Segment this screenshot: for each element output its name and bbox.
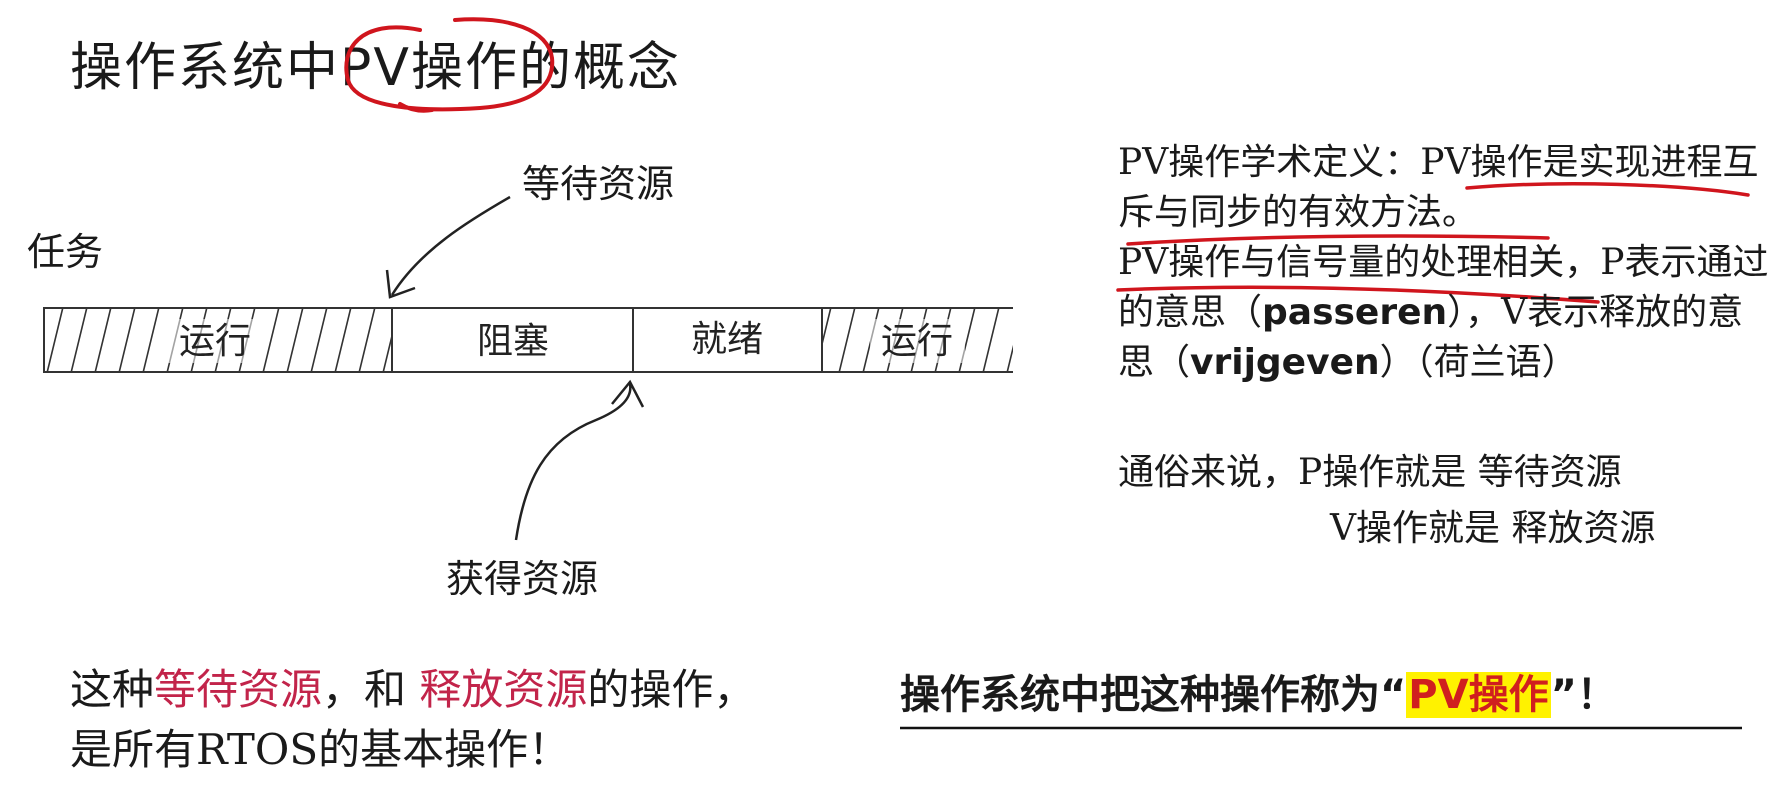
definition-p2-mid: ），V表示释放的意思（ xyxy=(1118,292,1744,383)
rtos-statement: 这种等待资源，和 释放资源的操作， 是所有RTOS的基本操作！ xyxy=(70,660,755,780)
acquire-resource-label: 获得资源 xyxy=(446,557,599,601)
statement-mid: ，和 xyxy=(322,665,420,714)
conclusion-pre: 操作系统中把这种操作称为“ xyxy=(900,672,1407,718)
segment-label-running-1: 运行 xyxy=(179,321,251,362)
definition-p2-pre: PV操作与信号量的处理相关，P表示通过的意思（ xyxy=(1118,242,1769,333)
wait-resource-label: 等待资源 xyxy=(522,162,675,206)
segment-label-ready: 就绪 xyxy=(691,319,763,360)
colloquial-line-p: 通俗来说，P操作就是 等待资源 xyxy=(1118,452,1622,493)
acquire-resource-arrow xyxy=(514,379,645,541)
conclusion-pv-highlight: PV操作 xyxy=(1406,672,1551,718)
rtos-statement-line-1: 这种等待资源，和 释放资源的操作， xyxy=(70,660,755,720)
term-passeren: passeren xyxy=(1262,292,1448,333)
task-timeline: 运行 阻塞 就绪 运行 xyxy=(43,307,1013,373)
rtos-statement-line-2: 是所有RTOS的基本操作！ xyxy=(70,725,571,774)
wait-resource-arrow xyxy=(385,195,511,299)
colloquial-line-v: V操作就是 释放资源 xyxy=(1330,508,1656,549)
page-title: 操作系统中PV操作的概念 xyxy=(70,28,681,108)
definition-p2-post: ）（荷兰语） xyxy=(1379,342,1578,383)
title-suffix: 的概念 xyxy=(518,38,681,98)
colloquial-explanation: 通俗来说，P操作就是 等待资源 V操作就是 释放资源 xyxy=(1118,445,1778,557)
conclusion: 操作系统中把这种操作称为“PV操作”！ xyxy=(900,665,1740,725)
pv-definition: PV操作学术定义：PV操作是实现进程互斥与同步的有效方法。 PV操作与信号量的处… xyxy=(1118,138,1778,388)
statement-pre: 这种 xyxy=(70,665,155,714)
segment-label-blocked: 阻塞 xyxy=(477,321,549,362)
statement-release-resource: 释放资源 xyxy=(419,665,588,714)
segment-label-running-2: 运行 xyxy=(881,321,953,362)
definition-paragraph-1: PV操作学术定义：PV操作是实现进程互斥与同步的有效方法。 xyxy=(1118,142,1759,233)
conclusion-post: ”！ xyxy=(1550,672,1617,718)
title-prefix: 操作系统中 xyxy=(70,38,341,98)
title-highlight: PV操作 xyxy=(340,38,519,98)
statement-post: 的操作， xyxy=(587,665,756,714)
statement-wait-resource: 等待资源 xyxy=(154,665,323,714)
term-vrijgeven: vrijgeven xyxy=(1190,342,1380,383)
task-label: 任务 xyxy=(27,230,104,274)
definition-paragraph-2: PV操作与信号量的处理相关，P表示通过的意思（passeren），V表示释放的意… xyxy=(1118,238,1778,388)
